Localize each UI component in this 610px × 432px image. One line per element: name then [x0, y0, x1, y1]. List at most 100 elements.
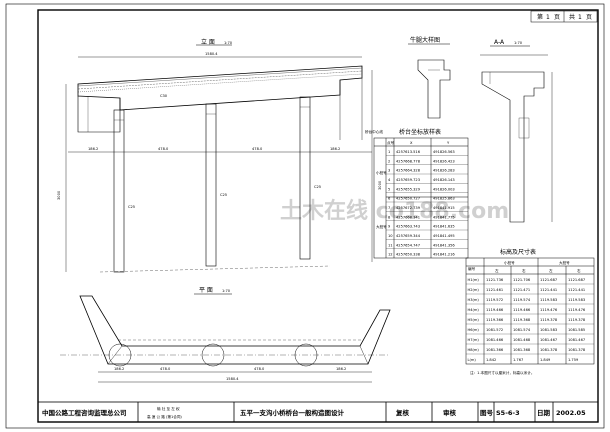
- elev-right-end: 186.2: [330, 147, 340, 151]
- elev-cell: 1119.366: [486, 318, 504, 322]
- elev-notes: 注：1.本图尺寸以厘米计，标高以米计。: [470, 370, 535, 375]
- tb-drawing-no: S5-6-3: [496, 409, 520, 417]
- total-label: 共: [569, 13, 575, 21]
- elev-cell: 1081.468: [513, 338, 531, 342]
- elev-cell: 1121.687: [540, 278, 557, 282]
- elev-cell: 1121.687: [568, 278, 585, 282]
- coord-cell: 491826.423: [433, 159, 455, 163]
- coord-cell: 4257659.344: [396, 234, 421, 238]
- abutment-title: 牛腿大样图: [410, 36, 440, 44]
- coord-cell: 491825.863: [433, 197, 455, 201]
- elevation-scale: 1:70: [224, 41, 233, 45]
- elev-h-0: 编号: [468, 266, 476, 271]
- coord-cell: 11: [388, 243, 393, 247]
- coord-cell: 5: [388, 187, 390, 191]
- elev-seg-2: 478.0: [252, 147, 263, 151]
- title-block: 中国公路工程咨询监理总公司 榆 社 至 左 权 高 速 公 路 (第1合同) 五…: [37, 401, 599, 423]
- coord-cell: 4257650.727: [396, 197, 420, 201]
- elev-table-title: 标高及尺寸表: [500, 248, 536, 256]
- tb-drawing-title: 五平一支沟小桥桥台一般构造图设计: [240, 408, 345, 417]
- coord-cell: 491826.563: [433, 150, 455, 154]
- elev-cell: 1119.466: [513, 308, 531, 312]
- elev-cell: 1081.585: [568, 328, 585, 332]
- plan-right-end: 186.2: [336, 367, 346, 371]
- coord-cell: 8: [388, 215, 391, 219]
- elev-cell: 1081.466: [486, 338, 504, 342]
- elev-cell: 1081.572: [486, 328, 503, 332]
- page-unit: 页: [554, 14, 560, 21]
- coord-cell: 4257659.723: [396, 178, 420, 182]
- elev-height-left: 3000: [57, 190, 61, 200]
- elev-cell: 1119.476: [568, 308, 586, 312]
- pier-concrete-2: C25: [220, 193, 227, 197]
- elev-cell: H3(m): [468, 298, 480, 302]
- elev-cell: 1121.461: [486, 288, 503, 292]
- elev-cell: 1121.736: [486, 278, 504, 282]
- elev-cell: H5(m): [468, 318, 480, 322]
- section-scale: 1:70: [514, 41, 523, 45]
- tb-project-1: 榆 社 至 左 权: [157, 406, 180, 411]
- coord-cell: 491826.283: [433, 169, 455, 173]
- coord-cell: 491841.495: [433, 234, 455, 238]
- section-aa: A-A 1:70: [480, 39, 553, 223]
- elev-cell: 1121.706: [513, 278, 531, 282]
- elev-cell: 1081.378: [568, 348, 586, 352]
- elev-cell: 1119.378: [568, 318, 586, 322]
- elev-cell: 1119.583: [540, 298, 557, 302]
- pier-concrete-3: C25: [314, 185, 321, 189]
- elev-h-3: 大桩号: [559, 260, 570, 265]
- elev-cell: 1121.441: [568, 288, 585, 292]
- coord-cell: 4: [388, 178, 391, 182]
- coord-cell: 1: [388, 150, 390, 154]
- cap-concrete: C30: [160, 94, 168, 98]
- coord-group-large: 大桩号: [376, 224, 387, 229]
- elev-cell: 1081.378: [540, 348, 558, 352]
- elev-cell: H2(m): [468, 288, 480, 292]
- coord-cell: 10: [388, 234, 393, 238]
- tb-drawing-no-label: 图号: [480, 408, 494, 417]
- coord-table-title: 桥台坐标放样表: [399, 128, 441, 136]
- elevation-title: 立 面: [201, 38, 215, 46]
- pier-concrete-1: C25: [128, 205, 135, 209]
- plan-total: 1580.4: [226, 377, 239, 381]
- page-label: 第: [537, 13, 543, 21]
- elev-cell: 1081.467: [568, 338, 585, 342]
- elev-cell: 1081.583: [540, 328, 557, 332]
- coord-cell: 12: [388, 253, 393, 257]
- coord-cell: 4257663.743: [396, 225, 420, 229]
- elev-cell: H4(m): [468, 308, 480, 312]
- elev-sh-4: 右: [577, 268, 581, 273]
- coord-cell: 4257664.328: [396, 169, 421, 173]
- elev-cell: 1119.378: [540, 318, 558, 322]
- plan-view: 平 面 1:70 186.2 478.0 478.0 186.2 1580.4: [60, 287, 391, 383]
- elev-cell: 1081.366: [486, 348, 504, 352]
- abutment-detail: 牛腿大样图: [408, 36, 451, 119]
- tb-company: 中国公路工程咨询监理总公司: [42, 408, 127, 417]
- elev-cell: 1121.441: [540, 288, 557, 292]
- outer-frame: [5, 3, 605, 429]
- tb-date-label: 日期: [537, 408, 551, 417]
- elev-total-dim: 1580.4: [205, 52, 218, 56]
- coord-cell: 491841.915: [433, 206, 455, 210]
- coord-cell: 491841.635: [433, 225, 455, 229]
- tb-approve: 审核: [443, 408, 457, 417]
- coord-cell: 4257668.341: [396, 215, 420, 219]
- elev-h-1: 小桩号: [504, 260, 515, 265]
- page-counter: 第 1 页 共 1 页: [530, 10, 598, 23]
- elev-cell: 1119.466: [486, 308, 504, 312]
- plan-seg-1: 478.0: [160, 367, 171, 371]
- coord-cell: 4257672.739: [396, 206, 421, 210]
- elev-cell: 1.759: [568, 358, 579, 362]
- tb-project-2: 高 速 公 路 (第1合同): [147, 414, 182, 419]
- elev-left-end: 186.2: [88, 147, 98, 151]
- elev-cell: 1119.574: [513, 298, 531, 302]
- elev-height-right: 3000: [378, 180, 382, 190]
- elevation-view: 立 面 1:70 1580.4 C30 C25 C25 C25 桥台中心线 18…: [57, 38, 383, 273]
- coord-cell: 4257650.338: [396, 253, 421, 257]
- coord-cell: 9: [388, 225, 391, 229]
- coord-cell: 491841.775: [433, 215, 455, 219]
- plan-title: 平 面: [199, 287, 213, 294]
